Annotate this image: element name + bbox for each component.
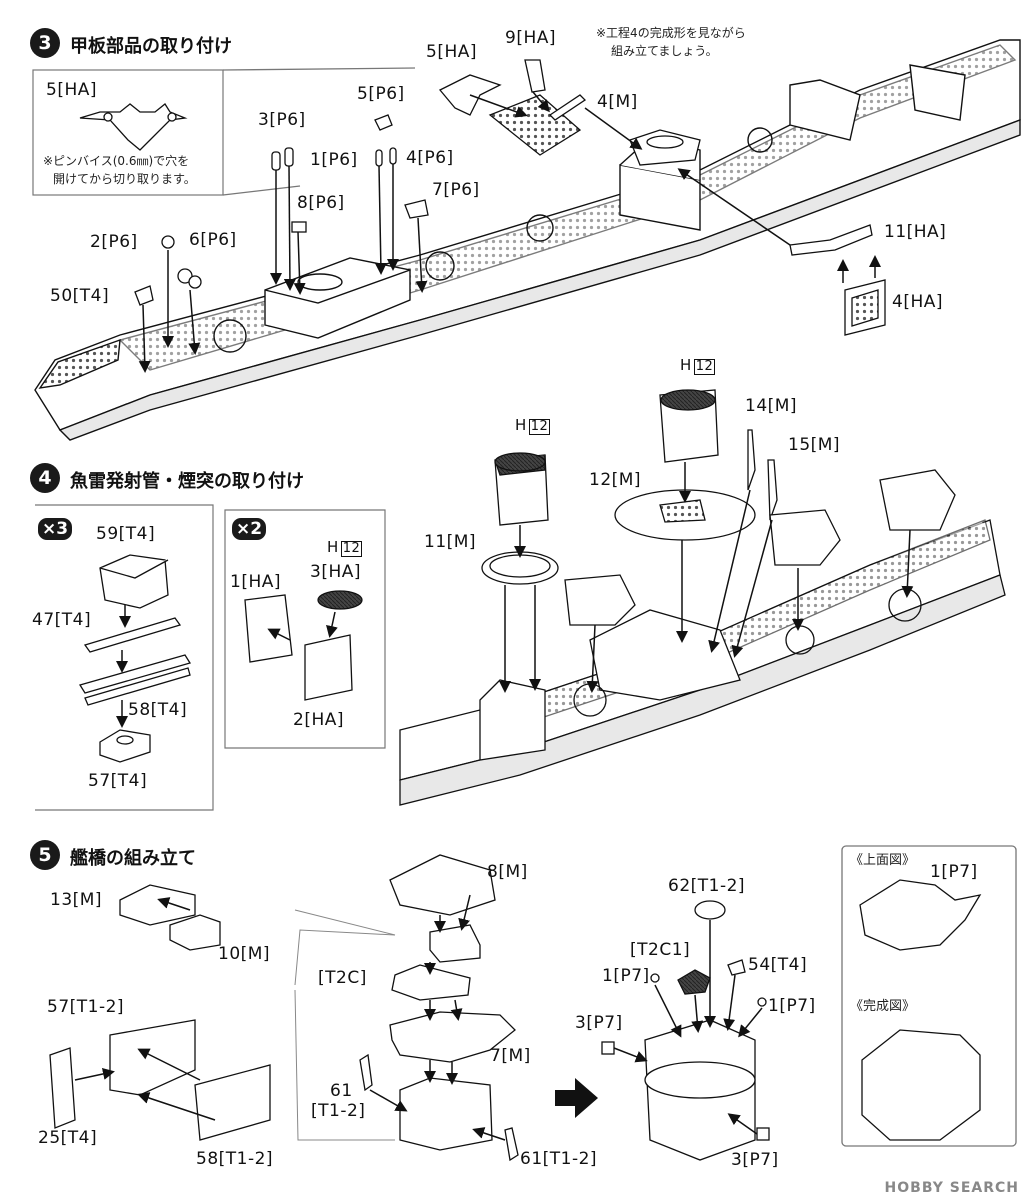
step4-parts [78,389,778,763]
part-label: 8[M] [487,862,528,882]
part-label: [T2C1] [630,940,691,960]
color-code-prefix: H [680,356,692,374]
step4-arrows [116,462,914,728]
part-label: 1[P7] [602,966,650,986]
complete-view-label: 《完成図》 [850,999,916,1014]
part-label: 3[P7] [731,1150,779,1170]
part-label: [T1-2] [311,1101,366,1121]
color-code-prefix: H [327,538,339,556]
step5-leader-lines [294,909,396,1141]
part-label: 58[T1-2] [196,1149,274,1169]
step-4-number: 4 [30,463,60,493]
part-label: 61[T1-2] [520,1149,598,1169]
part-label: 2[P6] [90,232,138,252]
part-label: 4[P6] [406,148,454,168]
part-label: 58[T4] [128,700,188,720]
multiplier-x2-badge: ×2 [232,518,267,540]
part-label: 47[T4] [32,610,92,630]
part-label: 4[M] [597,92,638,112]
part-label: 11[HA] [884,222,947,242]
part-label: 14[M] [745,396,798,416]
top-note-line1: ※工程4の完成形を見ながら [596,26,746,40]
part-label: 5[HA] [426,42,477,62]
color-code-number: 12 [528,419,551,435]
color-code-number: 12 [340,541,363,557]
step4-hull-drawing [399,469,1006,806]
color-code-prefix: H [515,416,527,434]
part-label: 50[T4] [50,286,110,306]
part-label: 15[M] [788,435,841,455]
part-label: [T2C] [318,968,367,988]
part-label: 1[HA] [230,572,281,592]
top-note-line2: 組み立てましょう。 [611,44,718,58]
part-label: 25[T4] [38,1128,98,1148]
part-label: 3[HA] [310,562,361,582]
part-label: 3[P7] [575,1013,623,1033]
step-4-title: 魚雷発射管・煙突の取り付け [70,471,304,492]
part-label: 8[P6] [297,193,345,213]
part-label: 3[P6] [258,110,306,130]
part-label: 6[P6] [189,230,237,250]
part-label: 4[HA] [892,292,943,312]
inset-note-line2: 開けてから切り取ります。 [53,172,196,186]
watermark: HOBBY SEARCH [884,1180,1019,1196]
part-label: 57[T1-2] [47,997,125,1017]
step4-boxes [35,504,386,811]
part-label: 61 [330,1081,353,1101]
part-label: 1[P6] [310,150,358,170]
color-code-number: 12 [693,359,716,375]
part-label: 1[P7] [768,996,816,1016]
step-5-number: 5 [30,840,60,870]
part-label: 13[M] [50,890,103,910]
result-arrow [555,1078,598,1118]
step-3-number: 3 [30,28,60,58]
top-view-label: 《上面図》 [850,853,916,868]
part-label: 62[T1-2] [668,876,746,896]
inset-note-line1: ※ピンバイス(0.6㎜)で穴を [43,154,190,168]
part-label: 5[HA] [46,80,97,100]
part-label: 12[M] [589,470,642,490]
step5-arrows [74,894,763,1141]
step-5-title: 艦橋の組み立て [70,848,196,869]
part-label: 1[P7] [930,862,978,882]
part-label: 7[P6] [432,180,480,200]
step3-parts [32,59,886,336]
part-label: 2[HA] [293,710,344,730]
part-label: 10[M] [218,944,271,964]
part-label: 7[M] [490,1046,531,1066]
part-label: 9[HA] [505,28,556,48]
part-label: 11[M] [424,532,477,552]
step3-arrows [138,91,881,373]
part-label: 5[P6] [357,84,405,104]
part-label: 59[T4] [96,524,156,544]
part-label: 54[T4] [748,955,808,975]
step-3-title: 甲板部品の取り付け [70,36,232,57]
multiplier-x3-badge: ×3 [38,518,73,540]
part-label: 57[T4] [88,771,148,791]
